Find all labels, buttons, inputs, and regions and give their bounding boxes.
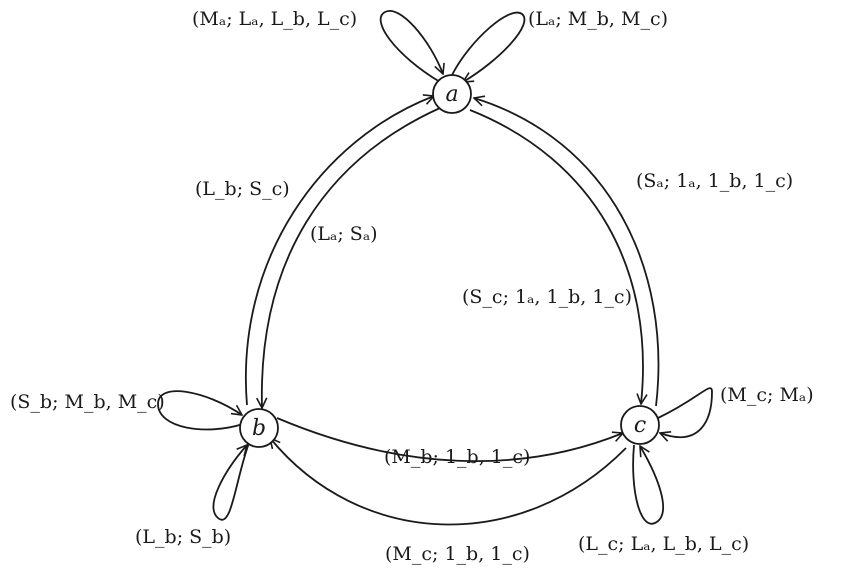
node-c-label: c	[634, 413, 646, 438]
label-loop-b-bottom: (L_b; S_b)	[135, 526, 232, 548]
node-c: c	[620, 405, 660, 445]
label-b-to-a: (L_b; S_c)	[195, 178, 290, 200]
loop-c-right-edge	[657, 387, 713, 437]
loop-a-right-edge	[451, 11, 526, 82]
node-a-label: a	[445, 82, 458, 107]
loop-b-bottom-edge	[212, 439, 251, 521]
label-a-to-b: (Lₐ; Sₐ)	[310, 223, 378, 245]
label-loop-c-right: (M_c; Mₐ)	[720, 384, 814, 406]
node-b-label: b	[252, 416, 266, 441]
node-b: b	[239, 408, 279, 448]
label-c-to-a: (Sₐ; 1ₐ, 1_b, 1_c)	[636, 170, 794, 192]
edge-c-to-b	[270, 438, 627, 526]
loop-b-left-edge	[157, 390, 243, 431]
label-loop-a-right: (Lₐ; M_b, M_c)	[528, 8, 669, 30]
edge-b-to-c	[276, 417, 623, 463]
label-c-to-b: (M_c; 1_b, 1_c)	[385, 543, 530, 565]
label-b-to-c: (M_b; 1_b, 1_c)	[384, 446, 531, 468]
label-a-to-c: (S_c; 1ₐ, 1_b, 1_c)	[462, 286, 632, 308]
node-a-circle	[432, 74, 472, 114]
node-b-circle	[239, 408, 279, 448]
loop-c-bottom-edge	[632, 445, 664, 525]
edge-c-to-a	[474, 98, 660, 407]
edge-a-to-b	[262, 107, 441, 408]
label-loop-b-left: (S_b; M_b, M_c)	[10, 391, 165, 413]
loop-a-left-edge	[379, 9, 443, 83]
label-loop-c-bottom: (L_c; Lₐ, L_b, L_c)	[578, 533, 750, 555]
edge-b-to-a	[245, 96, 434, 406]
node-c-circle	[620, 405, 660, 445]
node-a: a	[432, 74, 472, 114]
edge-a-to-c	[469, 109, 643, 404]
label-loop-a-left: (Mₐ; Lₐ, L_b, L_c)	[192, 8, 358, 30]
